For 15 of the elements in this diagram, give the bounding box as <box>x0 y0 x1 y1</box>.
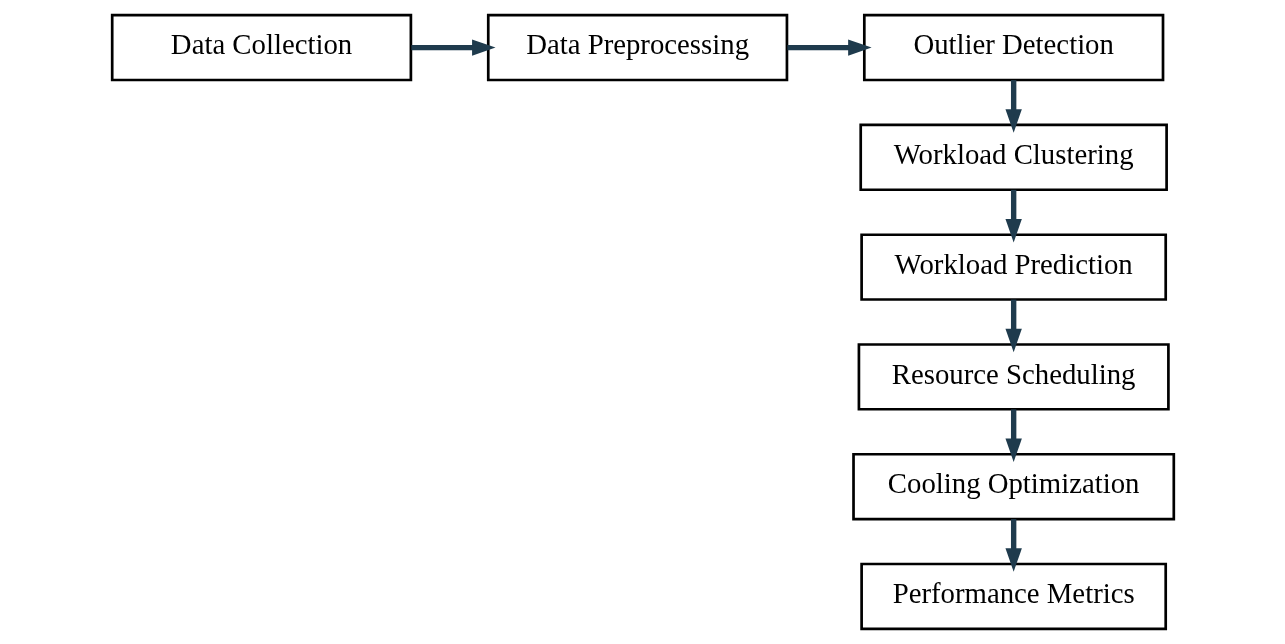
arrow <box>1004 299 1022 353</box>
node-box: Workload Prediction <box>859 233 1167 301</box>
arrow <box>1004 80 1022 133</box>
arrow <box>1004 189 1022 243</box>
node-box: Outlier Detection <box>862 13 1164 82</box>
arrow <box>410 39 496 56</box>
node-box: Data Preprocessing <box>486 13 788 82</box>
node-box: Cooling Optimization <box>851 452 1175 521</box>
node-box: Workload Clustering <box>858 123 1168 192</box>
arrow <box>786 39 872 56</box>
node-box: Performance Metrics <box>859 562 1167 631</box>
node-box: Resource Scheduling <box>857 343 1170 411</box>
node-box: Data Collection <box>110 13 412 82</box>
arrow <box>1004 519 1022 572</box>
arrow <box>1004 409 1022 462</box>
